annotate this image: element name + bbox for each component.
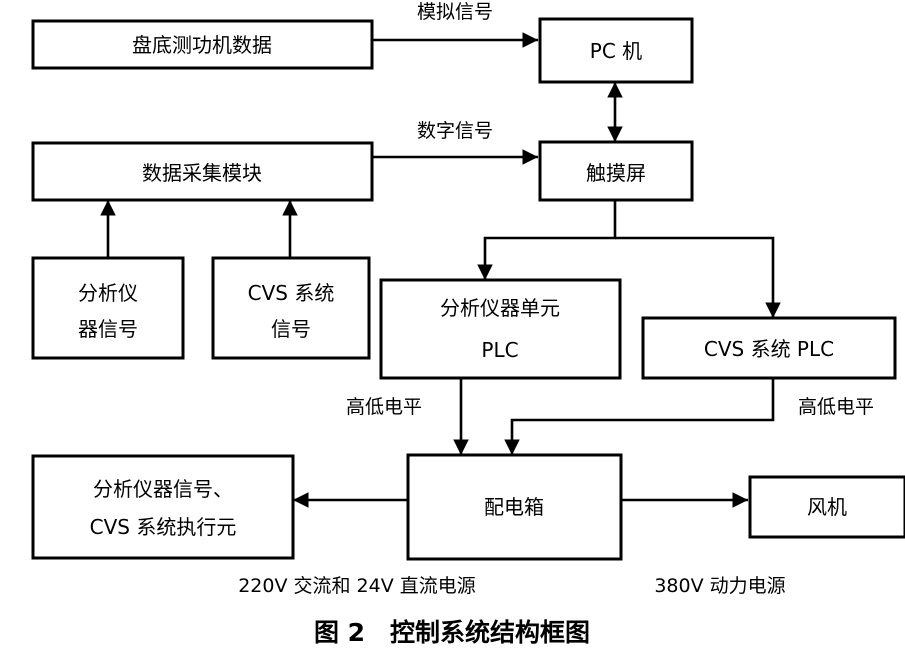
node-pc-label: PC 机: [590, 39, 642, 63]
node-fan: [748, 475, 905, 539]
node-analyzer-signal-line1: 分析仪: [78, 281, 138, 305]
node-actuator-line2: CVS 系统执行元: [90, 515, 237, 539]
node-distribution-box-label: 配电箱: [484, 495, 544, 519]
label-level-right: 高低电平: [798, 396, 874, 418]
label-power-380: 380V 动力电源: [654, 575, 785, 597]
node-distribution-box: [406, 453, 623, 561]
label-analog-signal: 模拟信号: [417, 1, 493, 23]
node-analyzer-plc-line2: PLC: [481, 338, 518, 362]
node-dyno-data-label: 盘底测功机数据: [132, 33, 272, 57]
node-cvs-signal-line2: 信号: [271, 317, 311, 341]
node-pc: [538, 17, 694, 84]
node-cvs-plc-label: CVS 系统 PLC: [704, 337, 834, 361]
label-level-left: 高低电平: [346, 396, 422, 418]
edge-labels: 模拟信号 数字信号 高低电平 高低电平 220V 交流和 24V 直流电源 38…: [238, 1, 874, 597]
node-analyzer-signal-line2: 器信号: [78, 317, 138, 341]
node-analyzer-plc: [379, 278, 622, 380]
nodes: 盘底测功机数据 PC 机 数据采集模块 触摸屏 分析仪 器信号 CVS 系统 信…: [31, 17, 905, 561]
node-cvs-signal-line1: CVS 系统: [248, 281, 335, 305]
figure-caption: 图 2 控制系统结构框图: [314, 618, 590, 647]
label-digital-signal: 数字信号: [417, 120, 493, 142]
node-daq-module-label: 数据采集模块: [142, 161, 262, 185]
node-cvs-signal: [211, 256, 371, 360]
node-daq-module: [31, 141, 374, 202]
node-touchscreen: [538, 140, 694, 202]
label-power-ac-dc: 220V 交流和 24V 直流电源: [238, 575, 476, 597]
node-actuator: [31, 454, 295, 560]
node-fan-label: 风机: [807, 495, 847, 519]
node-analyzer-plc-line1: 分析仪器单元: [440, 296, 560, 320]
edge-touchscreen-to-analyzer-plc: [477, 200, 617, 280]
node-dyno-data: [31, 19, 374, 70]
node-analyzer-signal: [31, 256, 185, 360]
edge-touchscreen-to-cvs-plc: [615, 236, 781, 318]
node-actuator-line1: 分析仪器信号、: [93, 477, 233, 501]
node-cvs-plc: [641, 316, 897, 380]
edge-cvs-plc-to-box: [504, 378, 775, 455]
connectors: [100, 32, 781, 508]
node-touchscreen-label: 触摸屏: [586, 161, 646, 185]
